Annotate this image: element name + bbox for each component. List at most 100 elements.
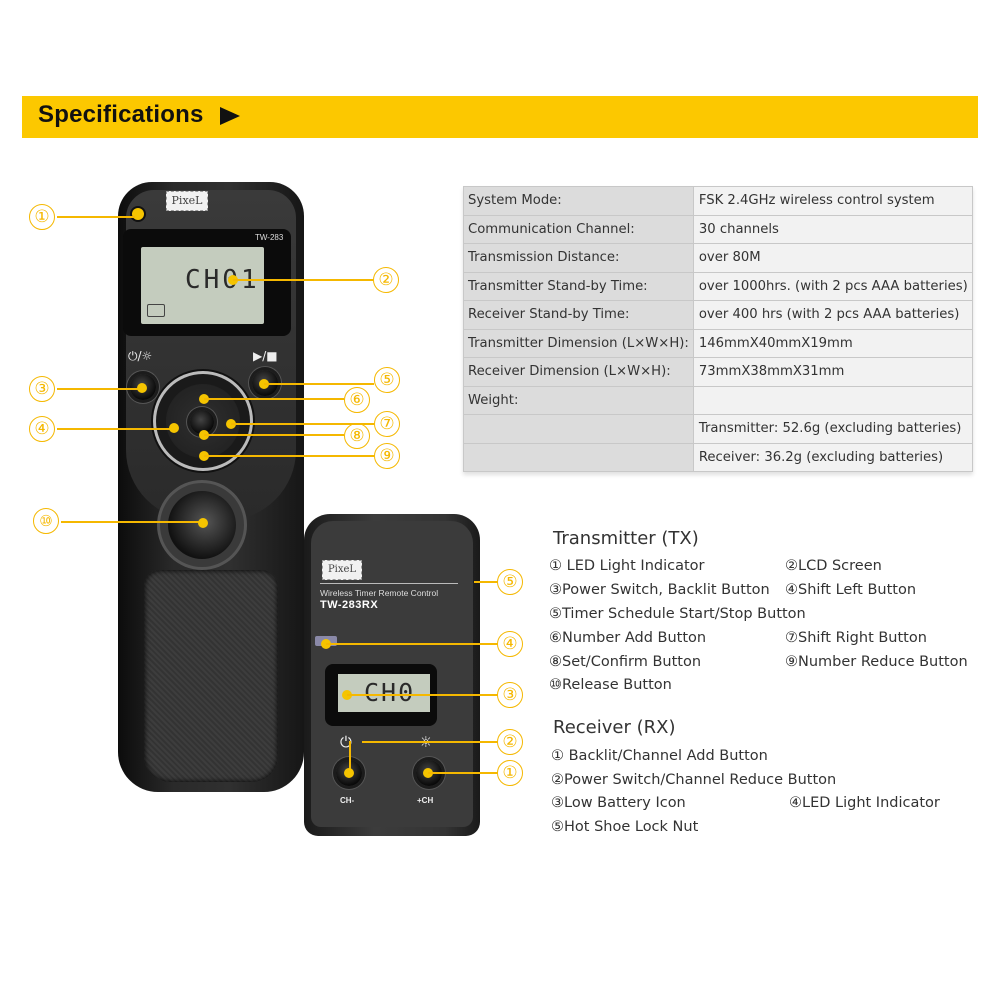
callout-tx-7: ⑦ — [374, 411, 400, 437]
callout-tx-1: ① — [29, 204, 55, 230]
callout-rx-5: ⑤ — [497, 569, 523, 595]
spec-value: over 400 hrs (with 2 pcs AAA batteries) — [692, 300, 973, 330]
battery-icon — [147, 304, 165, 317]
callout-line — [362, 741, 498, 743]
table-row: System Mode:FSK 2.4GHz wireless control … — [463, 186, 973, 216]
spec-label: Transmission Distance: — [463, 243, 694, 273]
ch-plus-label: +CH — [417, 796, 434, 805]
legend-item: ① Backlit/Channel Add Button — [551, 748, 768, 764]
callout-tx-6: ⑥ — [344, 387, 370, 413]
callout-line — [57, 428, 175, 430]
spec-value: FSK 2.4GHz wireless control system — [692, 186, 973, 216]
table-row: Weight: — [463, 385, 973, 415]
callout-dot — [198, 518, 208, 528]
callout-line — [57, 388, 143, 390]
play-stop-icon: ▶/■ — [253, 349, 278, 363]
callout-line — [204, 434, 344, 436]
callout-rx-4: ④ — [497, 631, 523, 657]
legend-item: ③Power Switch, Backlit Button — [549, 582, 770, 598]
callout-tx-8: ⑧ — [344, 423, 370, 449]
specifications-banner: Specifications — [22, 96, 978, 138]
legend-item: ① LED Light Indicator — [549, 558, 705, 574]
receiver-legend-title: Receiver (RX) — [553, 717, 676, 738]
model-label: TW-283 — [255, 233, 284, 242]
callout-line — [264, 383, 374, 385]
spec-label: Transmitter Stand-by Time: — [463, 271, 694, 301]
table-row: Transmitter Stand-by Time:over 1000hrs. … — [463, 271, 973, 301]
callout-line — [204, 455, 374, 457]
divider — [320, 583, 458, 584]
legend-item: ④Shift Left Button — [785, 582, 917, 598]
callout-tx-9: ⑨ — [374, 443, 400, 469]
callout-line — [349, 741, 351, 771]
callout-rx-3: ③ — [497, 682, 523, 708]
callout-tx-4: ④ — [29, 416, 55, 442]
table-row: Transmission Distance:over 80M — [463, 243, 973, 273]
callout-line — [204, 398, 344, 400]
table-row: Receiver: 36.2g (excluding batteries) — [463, 442, 973, 472]
spec-value: 146mmX40mmX19mm — [692, 328, 973, 358]
callout-line — [428, 772, 498, 774]
callout-tx-5: ⑤ — [374, 367, 400, 393]
callout-line — [474, 581, 498, 583]
receiver-description: Wireless Timer Remote Control — [320, 588, 439, 598]
callout-rx-1: ① — [497, 760, 523, 786]
callout-rx-2: ② — [497, 729, 523, 755]
spec-value: Receiver: 36.2g (excluding batteries) — [692, 442, 973, 472]
table-row: Receiver Stand-by Time:over 400 hrs (wit… — [463, 300, 973, 330]
legend-item: ②LCD Screen — [785, 558, 882, 574]
legend-item: ⑦Shift Right Button — [785, 630, 927, 646]
legend-item: ②Power Switch/Channel Reduce Button — [551, 772, 837, 788]
spec-label: Communication Channel: — [463, 214, 694, 244]
spec-label: Receiver Stand-by Time: — [463, 300, 694, 330]
callout-tx-2: ② — [373, 267, 399, 293]
ch-minus-label: CH- — [340, 796, 355, 805]
callout-line — [61, 521, 201, 523]
legend-item: ⑩Release Button — [549, 677, 672, 693]
lcd-screen: CH0 — [338, 674, 430, 712]
spec-label — [463, 442, 694, 472]
callout-dot — [344, 768, 354, 778]
page-title: Specifications — [38, 101, 204, 128]
power-backlight-icon: ⏻/☼ — [128, 349, 153, 363]
legend-item: ⑨Number Reduce Button — [785, 654, 968, 670]
spec-value: Transmitter: 52.6g (excluding batteries) — [692, 414, 973, 444]
spec-value: 73mmX38mmX31mm — [692, 357, 973, 387]
spec-label: Weight: — [463, 385, 694, 415]
table-row: Transmitter Dimension (L×W×H):146mmX40mm… — [463, 328, 973, 358]
table-row: Receiver Dimension (L×W×H):73mmX38mmX31m… — [463, 357, 973, 387]
callout-line — [233, 279, 373, 281]
spec-value: over 80M — [692, 243, 973, 273]
transmitter-legend-title: Transmitter (TX) — [553, 528, 699, 549]
spec-label — [463, 414, 694, 444]
model-label: TW-283RX — [320, 599, 379, 611]
spec-label: Transmitter Dimension (L×W×H): — [463, 328, 694, 358]
transmitter-grip — [144, 570, 278, 782]
legend-item: ⑧Set/Confirm Button — [549, 654, 702, 670]
brand-logo: PixeL — [166, 191, 208, 211]
callout-line — [57, 216, 135, 218]
callout-line — [347, 694, 498, 696]
callout-tx-10: ⑩ — [33, 508, 59, 534]
callout-tx-3: ③ — [29, 376, 55, 402]
callout-line — [231, 423, 374, 425]
spec-label: Receiver Dimension (L×W×H): — [463, 357, 694, 387]
specifications-table: System Mode:FSK 2.4GHz wireless control … — [463, 186, 973, 472]
legend-item: ③Low Battery Icon — [551, 795, 686, 811]
callout-dot — [169, 423, 179, 433]
table-row: Transmitter: 52.6g (excluding batteries) — [463, 414, 973, 444]
lcd-text: CH0 — [364, 678, 416, 707]
power-icon: ⏻ — [340, 733, 352, 751]
lcd-screen: CH01 — [141, 247, 264, 324]
right-arrow-icon — [220, 107, 240, 125]
legend-item: ⑤Hot Shoe Lock Nut — [551, 819, 699, 835]
legend-item: ⑤Timer Schedule Start/Stop Button — [549, 606, 806, 622]
brand-logo: PixeL — [322, 560, 362, 580]
callout-line — [326, 643, 498, 645]
legend-item: ⑥Number Add Button — [549, 630, 707, 646]
spec-value — [692, 385, 973, 415]
spec-value: over 1000hrs. (with 2 pcs AAA batteries) — [692, 271, 973, 301]
spec-value: 30 channels — [692, 214, 973, 244]
spec-label: System Mode: — [463, 186, 694, 216]
callout-dot — [137, 383, 147, 393]
